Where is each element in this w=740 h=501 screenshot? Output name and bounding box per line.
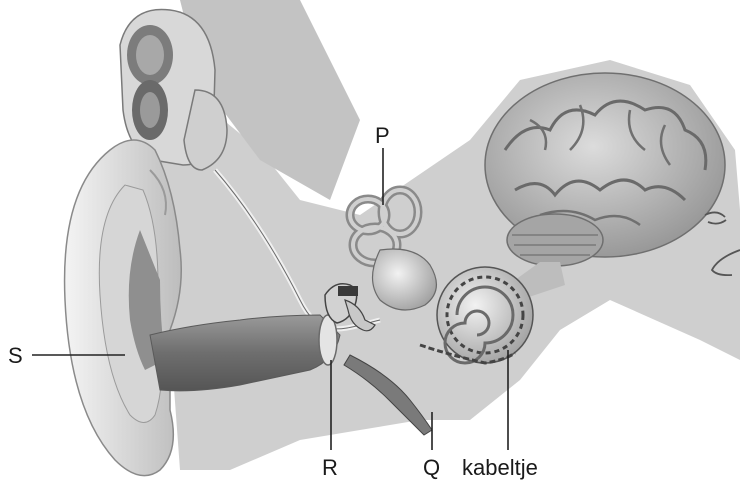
label-kabeltje: kabeltje <box>462 455 538 480</box>
label-p: P <box>375 123 390 148</box>
label-q: Q <box>423 455 440 480</box>
label-s: S <box>8 343 23 368</box>
label-r: R <box>322 455 338 480</box>
pinna <box>65 140 182 476</box>
eardrum <box>319 315 337 365</box>
